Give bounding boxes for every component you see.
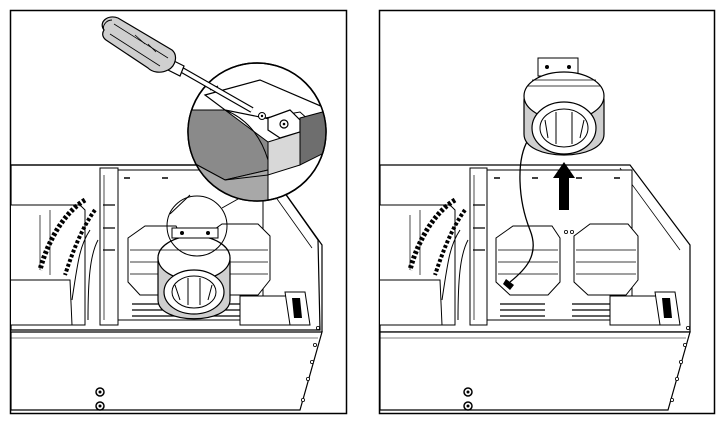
blower-removed (523, 57, 605, 156)
zoom-target-circle (166, 195, 228, 257)
right-chassis (380, 164, 691, 411)
right-panel (378, 9, 716, 415)
blower-cable (509, 139, 534, 283)
up-arrow-icon (553, 162, 575, 210)
blower-installed (157, 227, 231, 320)
screwdriver-icon (101, 16, 254, 113)
left-panel (9, 9, 348, 415)
cable-connector-icon (503, 279, 514, 290)
